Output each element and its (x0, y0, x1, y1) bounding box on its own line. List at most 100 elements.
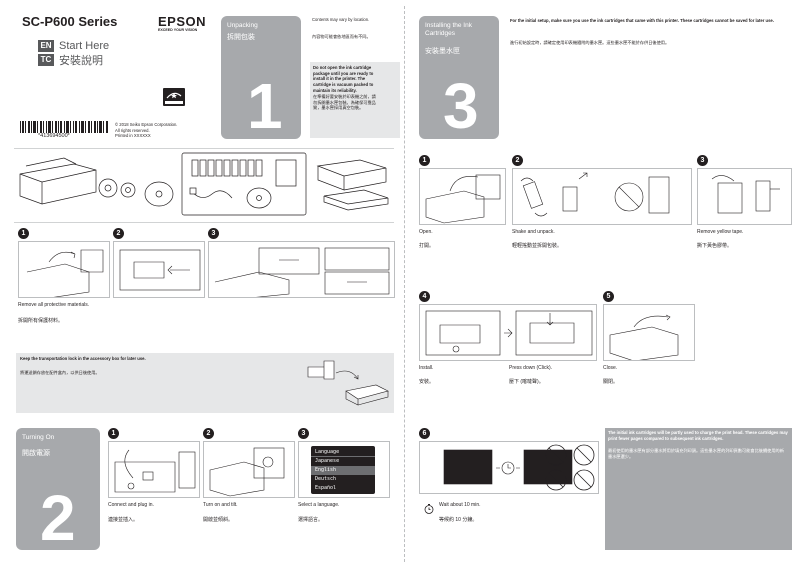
transport-lock-en: Keep the transportation lock in the acce… (20, 356, 146, 361)
install-step-4b-en: Press down (Click). (509, 365, 553, 371)
install-step-1-en: Open. (419, 229, 433, 235)
install-step-4-en: Install. (419, 365, 434, 371)
initial-charge-note-box: The initial ink cartridges will be partl… (605, 428, 792, 550)
lang-tc-badge: TC (38, 54, 54, 66)
install-step-1-badge: 1 (419, 155, 430, 166)
unpacking-rule-2 (14, 222, 394, 223)
unpacking-note-tc: 內容物可能會依地區而有不同。 (312, 34, 371, 39)
printer-contents-illustration (14, 152, 394, 217)
barcode (20, 120, 108, 133)
installing-intro-tc: 進行初始設定時，請確定使用印表機隨附的墨水匣。這些墨水匣不能於存供日後使用。 (510, 40, 670, 45)
turning-on-number: 2 (40, 482, 76, 550)
initial-charge-tc: 最初使用的墨水匣有部分墨水將用於填充列印頭。這些墨水匣的列印頁數可能會比後續使用… (608, 448, 784, 459)
installing-number: 3 (443, 70, 479, 139)
unpacking-rule (14, 148, 394, 149)
lang-tc-row: TC 安裝說明 (38, 54, 103, 67)
installing-section-box: Installing the Ink Cartridges 安裝墨水匣 3 (419, 16, 499, 139)
transport-lock-tc: 將運送鎖存放在配件盒內，以供日後使用。 (20, 370, 100, 375)
epson-logo: EPSON EXCEED YOUR VISION (158, 14, 210, 32)
turn-on-step-3-en: Select a language. (298, 502, 340, 508)
install-step-3-badge: 3 (697, 155, 708, 166)
lang-en-text: Start Here (59, 40, 110, 52)
install-step-3-en: Remove yellow tape. (697, 229, 744, 235)
lang-tc-text: 安裝說明 (59, 55, 103, 67)
page-fold-line (404, 6, 405, 562)
language-lcd: Language Japanese English Deutsch Españo… (311, 446, 375, 494)
unpacking-title-en: Unpacking (227, 22, 258, 29)
install-step-1-tc: 打開。 (419, 243, 435, 249)
turn-on-step-1-en: Connect and plug in. (108, 502, 154, 508)
turning-on-section-box: Turning On 開啟電源 2 (16, 428, 100, 550)
install-step-5-en: Close. (603, 365, 618, 371)
initial-charge-en: The initial ink cartridges will be partl… (608, 430, 788, 441)
language-option-english[interactable]: English (311, 466, 375, 475)
turn-on-step-2-en: Turn on and tilt. (203, 502, 238, 508)
turning-on-title-tc: 開啟電源 (22, 450, 50, 457)
unpacking-title-tc: 拆開包裝 (227, 34, 255, 41)
unpacking-number: 1 (247, 70, 283, 139)
unpack-step-2-badge: 2 (113, 228, 124, 239)
unpack-step-3-badge: 3 (208, 228, 219, 239)
install-step-3-tc: 撕下黃色膠帶。 (697, 243, 733, 249)
remove-materials-tc: 拆開所有保護材料。 (18, 318, 64, 324)
unpack-step-1-image (18, 241, 110, 298)
turn-on-step-3-tc: 選擇語言。 (298, 517, 324, 523)
turning-on-title-en: Turning On (22, 434, 55, 441)
unpacking-section-box: Unpacking 拆開包裝 1 (221, 16, 301, 139)
language-lcd-title: Language (311, 448, 375, 457)
install-step-2-badge: 2 (512, 155, 523, 166)
copyright-line-3: Printed in XXXXXX (115, 133, 151, 139)
barcode-text: *413694500* (38, 133, 70, 139)
unpacking-warning-en: Do not open the ink cartridge package un… (313, 65, 374, 93)
install-step-2-tc: 輕輕搖動並拆開包裝。 (512, 243, 563, 249)
language-option-deutsch[interactable]: Deutsch (315, 476, 337, 482)
turn-on-step-2-tc: 開啟並傾斜。 (203, 517, 234, 523)
install-step-1-image (419, 168, 506, 225)
install-step-4-image (419, 304, 597, 361)
installing-title-en: Installing the Ink Cartridges (425, 22, 472, 38)
energy-star-logo (163, 88, 185, 106)
installing-title-tc: 安裝墨水匣 (425, 48, 460, 55)
wait-timer-icon (424, 501, 434, 514)
turn-on-step-1-tc: 連接並插入。 (108, 517, 139, 523)
install-step-3-image (697, 168, 792, 225)
transport-lock-box: Keep the transportation lock in the acce… (16, 353, 394, 413)
unpacking-warning-box: Do not open the ink cartridge package un… (310, 62, 400, 138)
install-step-6-badge: 6 (419, 428, 430, 439)
install-step-4b-tc: 壓下 (喀噠聲)。 (509, 379, 544, 385)
copyright-line-2: All rights reserved. (115, 127, 150, 133)
installing-intro-en: For the initial setup, make sure you use… (510, 18, 774, 23)
turn-on-step-2-image (203, 441, 295, 498)
install-step-5-image (603, 304, 695, 361)
install-step-5-badge: 5 (603, 291, 614, 302)
wait-tc: 等候約 10 分鐘。 (439, 517, 478, 523)
copyright: © 2018 Seiko Epson Corporation. All righ… (115, 122, 177, 139)
unpacking-warning-tc: 在準備好要安裝於印表機之前，請勿拆開墨水匣包裝。為確保可靠品質，墨水匣採用真空包… (313, 94, 376, 111)
install-step-5-tc: 關閉。 (603, 379, 619, 385)
install-step-4-badge: 4 (419, 291, 430, 302)
epson-logo-text: EPSON (158, 14, 207, 29)
unpack-step-2-image (113, 241, 205, 298)
epson-tagline: EXCEED YOUR VISION (158, 28, 198, 32)
wait-en: Wait about 10 min. (439, 502, 481, 508)
turn-on-step-3-badge: 3 (298, 428, 309, 439)
language-option-japanese[interactable]: Japanese (315, 458, 340, 464)
turn-on-step-1-image (108, 441, 200, 498)
lang-en-row: EN Start Here (38, 40, 109, 52)
caution-do-not-icons (540, 441, 600, 494)
install-step-4-tc: 安裝。 (419, 379, 435, 385)
turn-on-step-2-badge: 2 (203, 428, 214, 439)
turn-on-step-1-badge: 1 (108, 428, 119, 439)
language-option-espanol[interactable]: Español (315, 485, 337, 491)
model-title: SC-P600 Series (22, 14, 118, 29)
copyright-line-1: © 2018 Seiko Epson Corporation. (115, 122, 178, 127)
unpack-step-3-image (208, 241, 395, 298)
install-step-6-image (419, 441, 599, 494)
unpack-step-1-badge: 1 (18, 228, 29, 239)
install-step-2-image (512, 168, 692, 225)
lang-en-badge: EN (38, 40, 54, 52)
turn-on-step-3-image: Language Japanese English Deutsch Españo… (298, 441, 390, 498)
install-step-2-en: Shake and unpack. (512, 229, 555, 235)
remove-materials-en: Remove all protective materials. (18, 302, 90, 308)
unpacking-note-en: Contents may vary by location. (312, 17, 370, 22)
